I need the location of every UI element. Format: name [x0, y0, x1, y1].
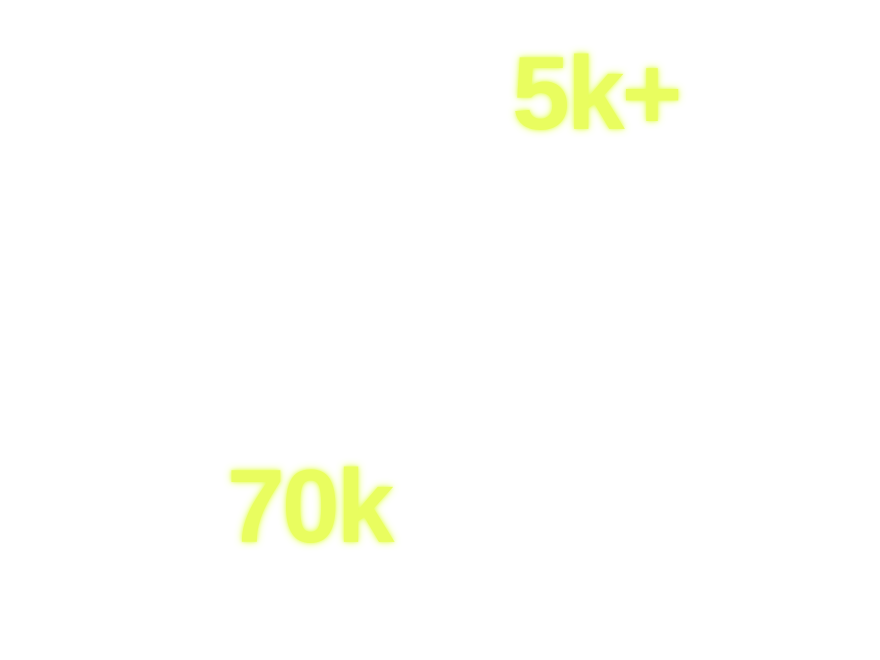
stat-value-5k: 5k+: [512, 36, 682, 152]
stat-value-70k: 70k: [227, 449, 395, 565]
